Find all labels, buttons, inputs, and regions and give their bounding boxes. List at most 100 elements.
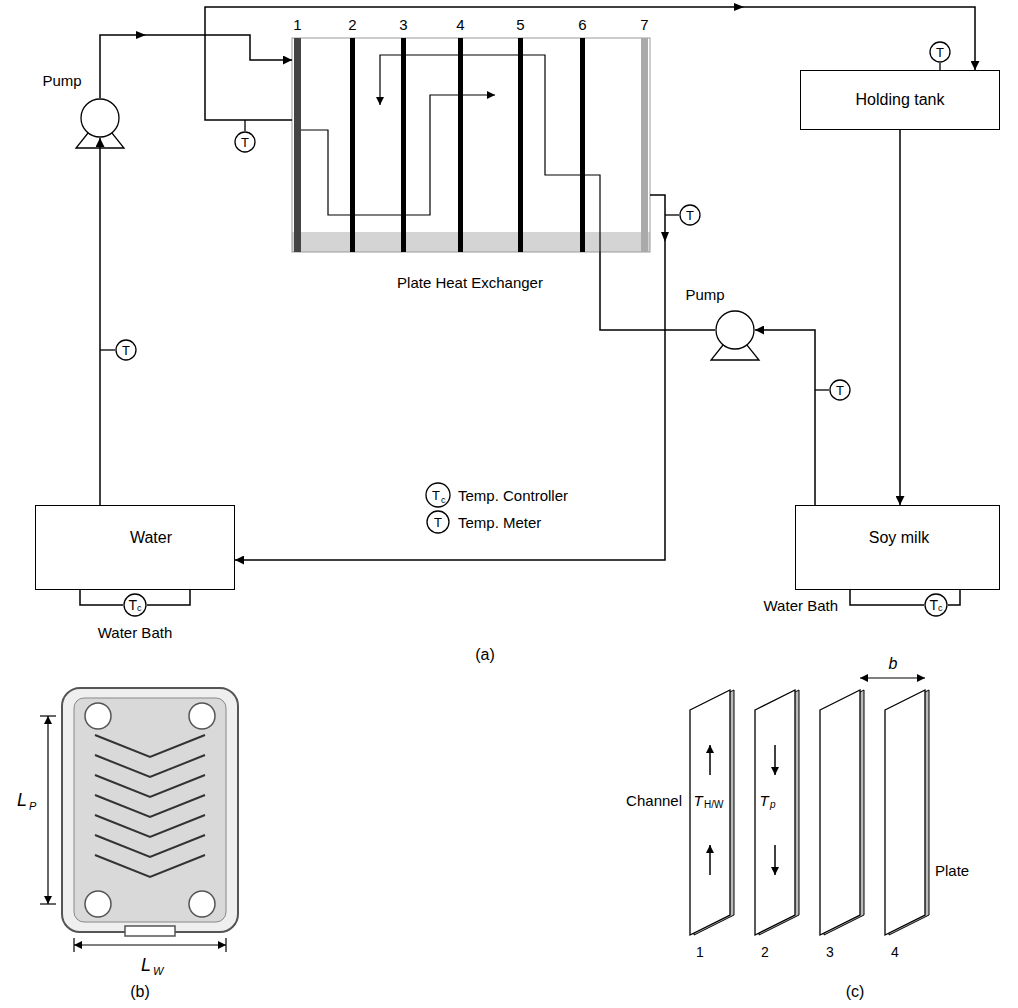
plate-sheet [755,690,795,935]
temp-controller-label: c [938,604,943,613]
water-tank-label: Water [130,530,172,546]
water-tank: Water [35,505,235,590]
plate-sheet [885,690,925,935]
flow-arrow [709,845,711,875]
legend-symbol [427,511,449,533]
figure-label: H/W [704,800,723,810]
temp-meter: T [829,379,851,401]
exchanger-rail [292,232,650,252]
pump: Pump [715,310,755,350]
flow-arrow [774,845,776,875]
temp-meter-label: T [241,136,249,149]
temp-meter: T [234,131,256,153]
circle-shape [716,311,754,349]
circle-shape [124,594,146,616]
pipe-connector [100,35,292,98]
dimension-tick [40,715,56,716]
chevron [95,815,205,837]
holding-tank: Holding tank [800,70,1000,130]
pump: Pump [80,98,120,138]
sensor-stub [939,63,940,70]
heat-exchanger-label: 7 [640,17,648,32]
flow-arrow [709,745,711,775]
figure-label: Water Bath [98,625,172,640]
chevron [95,775,205,797]
figure-label: (b) [130,984,150,1000]
figure-label: (a) [475,647,495,663]
chevron [95,795,205,817]
temp-meter-label: T [936,46,944,59]
chevron [95,855,205,877]
sensor-stub [244,120,245,131]
chevron [95,735,205,757]
pump-label: Pump [685,287,724,302]
temp-controller: Tc [123,593,147,617]
figure-label: T [434,516,442,529]
figure-label: 2 [761,945,769,959]
legend-symbol [426,483,450,507]
temp-meter-label: T [836,384,844,397]
circle-shape [925,594,947,616]
pipe-connector [205,7,975,120]
figure-label: p [770,800,776,810]
circle-outline [80,98,120,138]
plate [518,38,523,252]
circle-shape [680,205,700,225]
figure-label: T [759,793,768,808]
sensor-stub [665,214,679,215]
temp-meter: T [929,41,951,63]
figure-label: (c) [846,984,865,1000]
figure-label: L [17,791,27,809]
pipe-connector [850,590,924,605]
pump-label: Pump [42,73,81,88]
pipe-connector [99,138,101,505]
legend-text: Temp. Controller [458,488,568,503]
dimension-line [47,716,48,904]
temp-meter: T [679,204,701,226]
plate-port [85,703,111,729]
exchanger-frame [292,38,650,252]
heat-exchanger-label: 2 [348,17,356,32]
heat-exchanger-label: 4 [456,17,464,32]
soy-milk-tank: Soy milk [795,505,1000,590]
plate-port [189,891,215,917]
plate-sheet [690,690,730,935]
circle-shape [930,42,950,62]
figure-label: 3 [826,945,834,959]
plate-port [189,703,215,729]
internal-flow [380,55,600,252]
circle-shape [116,340,136,360]
dimension-line [74,944,226,945]
chevron [95,755,205,777]
figure-label: L [141,956,151,974]
legend-text: Temp. Meter [458,515,541,530]
figure-label: 4 [891,945,899,959]
chevron [95,835,205,857]
circle-shape [830,380,850,400]
pipe-connector [899,130,901,505]
dimension-tick [40,903,56,904]
internal-flow [301,95,495,215]
heat-exchanger-label: Plate Heat Exchanger [397,275,543,290]
plate [580,38,585,252]
heat-exchanger-label: 3 [399,17,407,32]
plate [350,38,355,252]
pipe-connector [948,590,960,605]
pipe-connector [80,590,123,605]
temp-controller: Tc [924,593,948,617]
circle-outline [715,310,755,350]
holding-tank-label: Holding tank [856,92,945,108]
temp-meter-label: T [122,344,130,357]
figure-label: W [153,966,163,977]
temp-controller-label: c [137,604,142,613]
soy-milk-tank-label: Soy milk [869,530,929,546]
figure-label: T [693,793,702,808]
flow-arrow [774,745,776,775]
plate-face [74,698,226,922]
figure-label: Channel [626,793,682,808]
figure-label: T [432,489,440,502]
figure-label: c [441,496,446,505]
